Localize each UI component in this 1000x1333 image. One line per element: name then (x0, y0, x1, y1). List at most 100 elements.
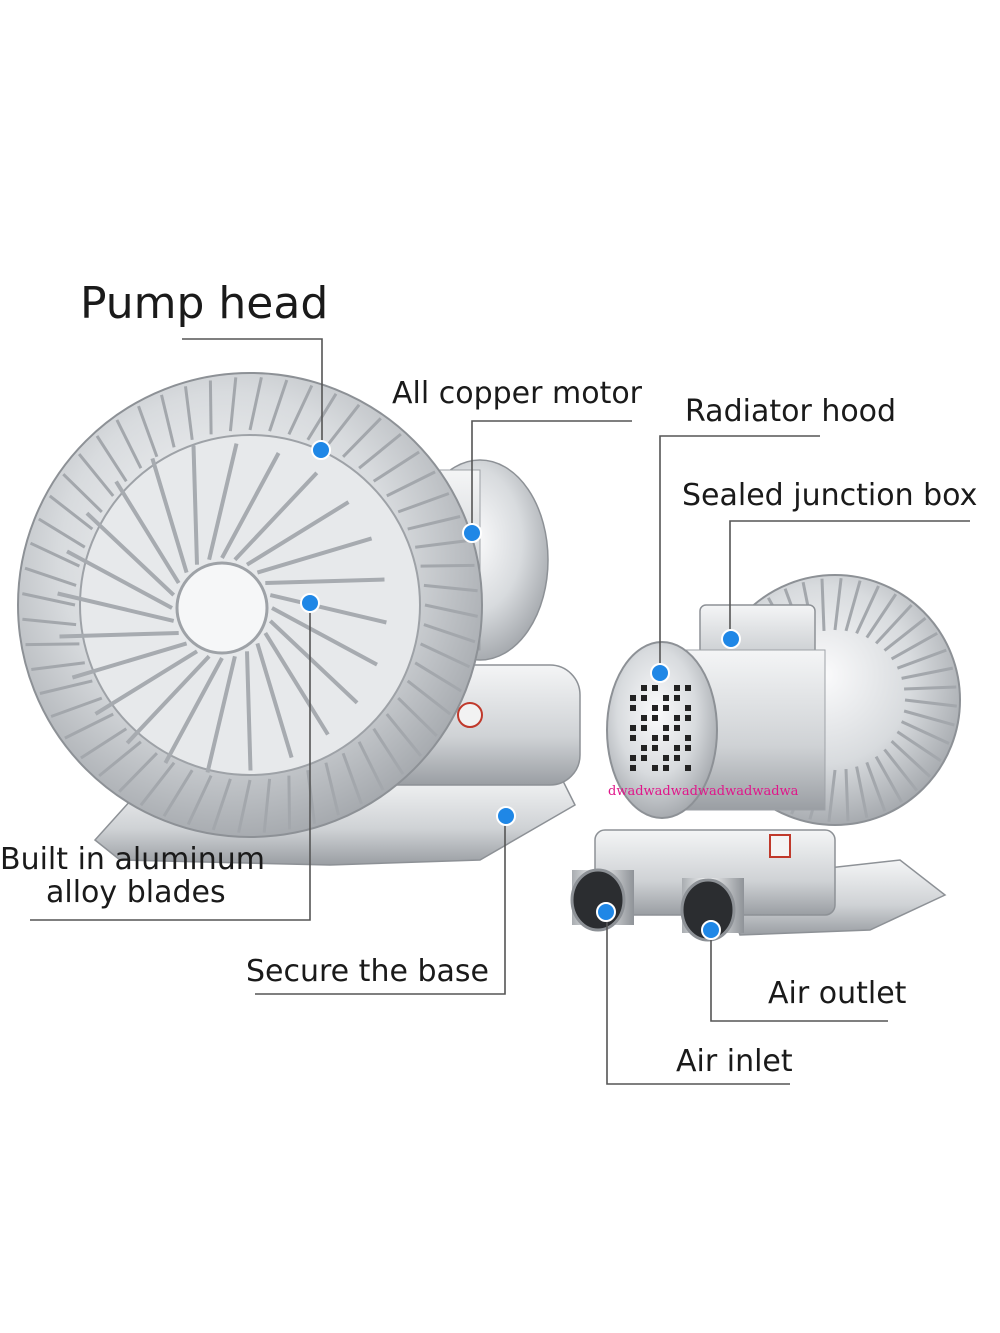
fin (269, 593, 387, 625)
fin (386, 470, 436, 498)
markers (300, 440, 741, 940)
vent-slot (641, 745, 647, 751)
fin (118, 752, 158, 793)
fin (883, 748, 918, 792)
fin (95, 435, 128, 483)
vent-slot (685, 715, 691, 721)
fin (21, 592, 76, 607)
label-built-in-blades: Built in aluminum alloy blades (0, 843, 265, 909)
fin (855, 585, 880, 635)
fin (883, 617, 927, 652)
marker-all-copper-motor (462, 523, 482, 543)
fin (59, 631, 179, 639)
leader-secure-base (255, 816, 506, 995)
fin (372, 450, 420, 483)
vent-slot (685, 685, 691, 691)
fin (85, 511, 176, 597)
fin (237, 779, 252, 834)
fin (150, 457, 189, 574)
vent-slot (641, 715, 647, 721)
fin (419, 642, 471, 669)
fin (220, 452, 281, 559)
left-blower-blades (57, 443, 387, 773)
fin (424, 603, 479, 618)
fin (385, 713, 423, 757)
vent-slot (652, 715, 658, 721)
fin (855, 766, 869, 819)
marker-air-inlet (596, 902, 616, 922)
air-outlet-opening (680, 878, 736, 942)
vent-slot (663, 735, 669, 741)
right-blower-warning-sticker (769, 834, 791, 858)
fin (414, 661, 462, 693)
fin (245, 500, 350, 567)
fin (420, 563, 475, 568)
leader-built-in-blades (30, 602, 311, 921)
fin (94, 649, 199, 716)
fin (256, 536, 373, 575)
left-blower-warning-sticker (457, 702, 483, 728)
fin (324, 762, 340, 816)
vent-slot (641, 755, 647, 761)
leader-sealed-junction-box (729, 520, 970, 638)
fin (255, 642, 294, 759)
label-secure-base: Secure the base (246, 954, 489, 989)
fin (211, 778, 232, 831)
label-radiator-hood: Radiator hood (685, 394, 897, 429)
fin (208, 380, 213, 435)
fin (77, 453, 115, 497)
vent-slot (630, 755, 636, 761)
vent-slot (685, 765, 691, 771)
vent-slot (685, 705, 691, 711)
fin (900, 720, 950, 745)
leader-air-inlet (606, 912, 790, 1085)
fin (71, 641, 188, 680)
fin (904, 698, 957, 708)
fin (207, 443, 239, 561)
marker-sealed-junction-box (721, 629, 741, 649)
vent-slot (630, 705, 636, 711)
label-built-in-blades-line2: alloy blades (46, 875, 226, 910)
fin (865, 593, 898, 639)
label-air-outlet: Air outlet (768, 976, 907, 1011)
fin (901, 666, 954, 680)
vent-slot (630, 725, 636, 731)
leader-radiator-hood (659, 435, 820, 672)
fin (820, 578, 826, 631)
fin (24, 566, 77, 587)
vent-slot (663, 765, 669, 771)
vent-slot (652, 745, 658, 751)
fin (844, 580, 862, 632)
radiator-vent-grid (630, 685, 691, 771)
fin (407, 515, 461, 531)
fin (228, 377, 238, 432)
vent-slot (641, 695, 647, 701)
label-built-in-blades-line1: Built in aluminum (0, 842, 265, 877)
fin (874, 603, 913, 645)
vent-slot (674, 745, 680, 751)
watermark-text: dwadwadwadwadwadwadwa (608, 784, 799, 799)
fin (271, 606, 378, 667)
fin (415, 539, 469, 549)
fin (844, 769, 850, 822)
marker-pump-head (311, 440, 331, 460)
fin (66, 549, 173, 610)
fin (357, 741, 385, 791)
marker-radiator-hood (650, 663, 670, 683)
fin (324, 403, 361, 449)
left-blower (17, 372, 581, 866)
fin (865, 761, 887, 812)
fin (268, 379, 289, 432)
fin (833, 578, 843, 631)
fin (186, 774, 213, 826)
fin (306, 770, 316, 824)
fin (890, 631, 938, 661)
fin (38, 517, 86, 549)
fin (50, 696, 103, 718)
vent-slot (685, 735, 691, 741)
fin (31, 661, 85, 671)
fin (423, 623, 476, 644)
fin (80, 727, 128, 760)
vent-slot (663, 705, 669, 711)
